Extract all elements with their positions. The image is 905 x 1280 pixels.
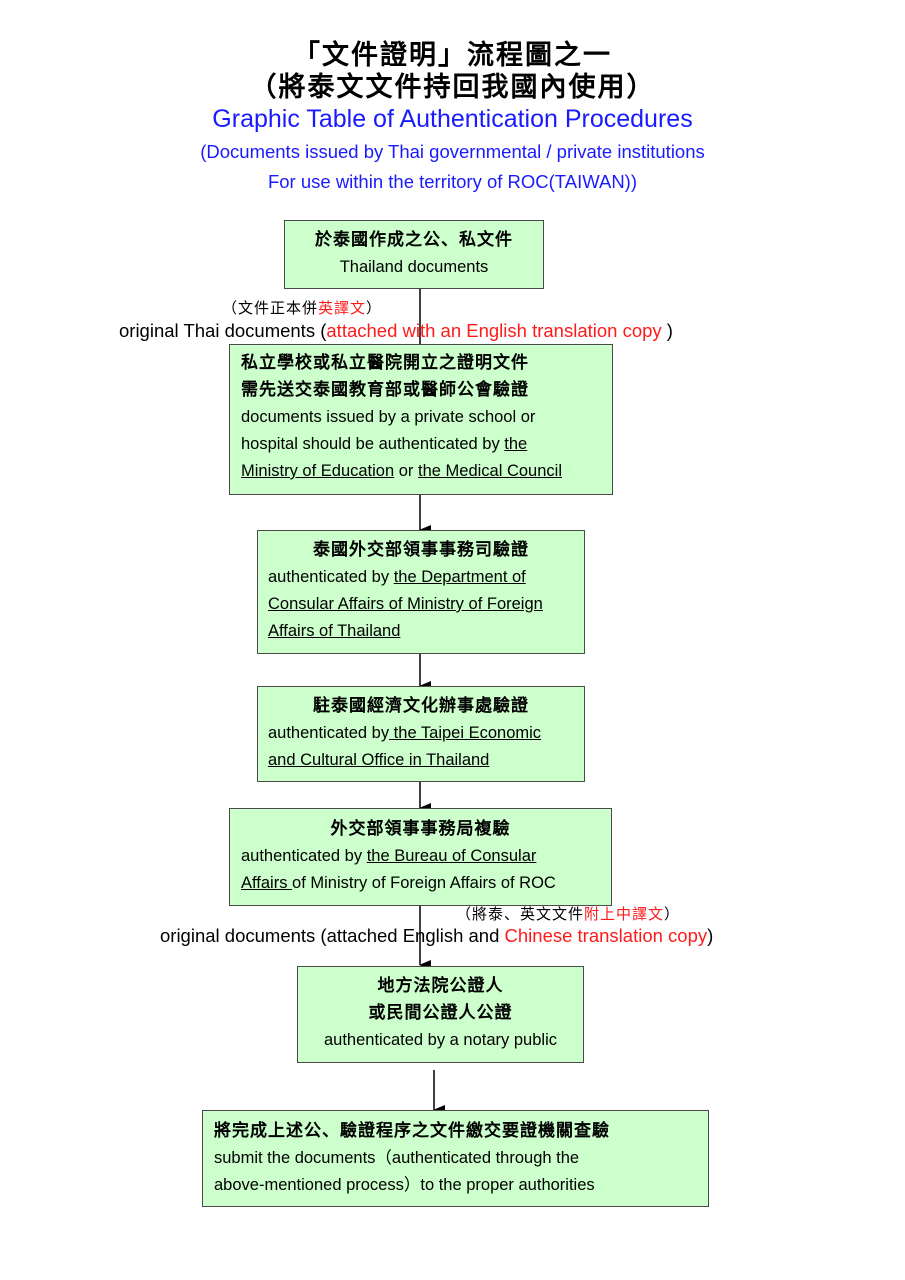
step5-en-line2: Affairs of Ministry of Foreign Affairs o… [241, 874, 556, 892]
title-zh-line2: （將泰文文件持回我國內使用） [249, 72, 656, 103]
step5-zh: 外交部領事事務局複驗 [330, 819, 511, 839]
note1-zh: （文件正本併英譯文） [222, 299, 383, 317]
step-box-teco: 駐泰國經濟文化辦事處驗證 authenticated by the Taipei… [257, 686, 585, 782]
note2-zh: （將泰、英文文件附上中譯文） [456, 905, 681, 923]
step-box-boca: 外交部領事事務局複驗 authenticated by the Bureau o… [229, 808, 612, 906]
step3-en-line2: Consular Affairs of Ministry of Foreign [268, 595, 543, 613]
subtitle-en-line1: (Documents issued by Thai governmental /… [200, 141, 705, 162]
step7-en-line1: submit the documents（authenticated throu… [214, 1149, 580, 1167]
step4-en-line1: authenticated by the Taipei Economic [268, 724, 542, 742]
step-box-thailand-documents: 於泰國作成之公、私文件 Thailand documents [284, 220, 544, 289]
step6-zh-line2: 或民間公證人公證 [368, 1003, 513, 1023]
step5-en-line1: authenticated by the Bureau of Consular [241, 847, 537, 865]
step7-en-line2: above-mentioned process）to the proper au… [214, 1176, 595, 1194]
step4-en-line2: and Cultural Office in Thailand [268, 751, 490, 769]
note2-en: original documents (attached English and… [160, 925, 714, 946]
note1-en: original Thai documents (attached with a… [119, 320, 673, 341]
step3-en-line3: Affairs of Thailand [268, 622, 401, 640]
step-box-notary: 地方法院公證人 或民間公證人公證 authenticated by a nota… [297, 966, 584, 1063]
step7-zh: 將完成上述公、驗證程序之文件繳交要證機關查驗 [214, 1121, 610, 1141]
step-box-submit: 將完成上述公、驗證程序之文件繳交要證機關查驗 submit the docume… [202, 1110, 709, 1207]
title-zh-line1: 「文件證明」流程圖之一 [293, 40, 612, 71]
title-en: Graphic Table of Authentication Procedur… [212, 105, 693, 133]
subtitle-en-line2: For use within the territory of ROC(TAIW… [267, 171, 638, 192]
step2-en-line3: Ministry of Education or the Medical Cou… [241, 462, 562, 480]
step2-en-line2: hospital should be authenticated by the [241, 435, 528, 453]
step3-en-line1: authenticated by the Department of [268, 568, 526, 586]
step-box-thai-mofa: 泰國外交部領事事務司驗證 authenticated by the Depart… [257, 530, 585, 654]
step2-zh-line2: 需先送交泰國教育部或醫師公會驗證 [241, 380, 529, 400]
step6-zh-line1: 地方法院公證人 [377, 976, 504, 996]
step1-zh: 於泰國作成之公、私文件 [315, 230, 513, 250]
step2-zh-line1: 私立學校或私立醫院開立之證明文件 [241, 353, 529, 373]
step3-zh: 泰國外交部領事事務司驗證 [313, 540, 529, 560]
step4-zh: 駐泰國經濟文化辦事處驗證 [313, 696, 529, 716]
step2-en-line1: documents issued by a private school or [241, 408, 536, 426]
step-box-private-institution: 私立學校或私立醫院開立之證明文件 需先送交泰國教育部或醫師公會驗證 docume… [229, 344, 613, 495]
step6-en: authenticated by a notary public [324, 1031, 557, 1049]
step1-en: Thailand documents [339, 258, 489, 276]
